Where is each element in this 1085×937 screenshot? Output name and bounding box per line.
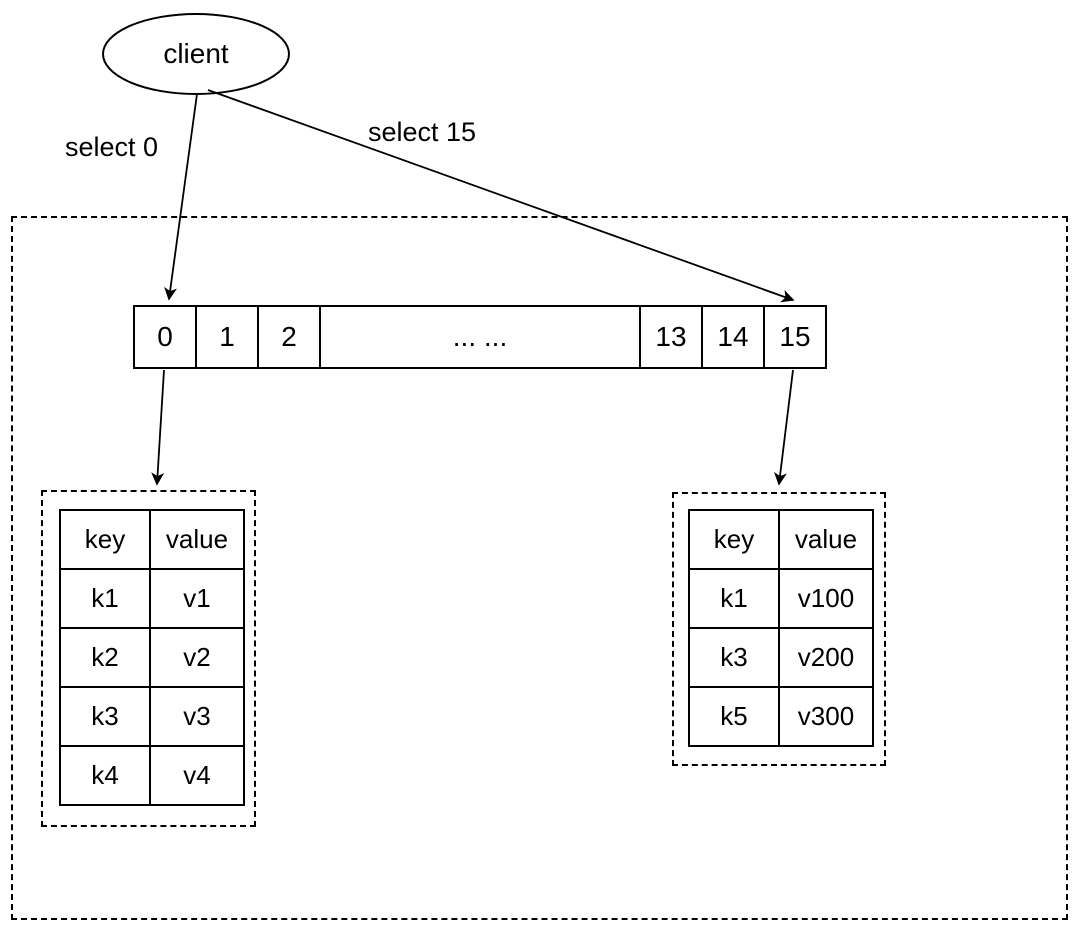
slot-cell-1: 1 bbox=[195, 305, 259, 369]
db0-store-box: key value k1 v1 k2 v2 k3 v3 k4 bbox=[41, 490, 256, 827]
db15-cell-key: k3 bbox=[688, 627, 780, 688]
db15-cell-key: k5 bbox=[688, 686, 780, 747]
db15-kv-table: key value k1 v100 k3 v200 k5 v300 bbox=[688, 509, 874, 747]
slot-cell-0: 0 bbox=[133, 305, 197, 369]
slot-cell-ellipsis: ... ... bbox=[319, 305, 641, 369]
db0-cell-key: k4 bbox=[59, 745, 151, 806]
edge-label-select-0: select 0 bbox=[65, 132, 159, 162]
db15-cell-key: k1 bbox=[688, 568, 780, 629]
table-row: k5 v300 bbox=[688, 686, 874, 747]
table-row: k3 v3 bbox=[59, 686, 245, 747]
db0-cell-key: k1 bbox=[59, 568, 151, 629]
table-row: k3 v200 bbox=[688, 627, 874, 688]
db0-cell-value: v1 bbox=[149, 568, 245, 629]
slot-cell-2: 2 bbox=[257, 305, 321, 369]
table-header-row: key value bbox=[688, 509, 874, 570]
table-row: k2 v2 bbox=[59, 627, 245, 688]
slot-cell-14: 14 bbox=[701, 305, 765, 369]
db0-header-value: value bbox=[149, 509, 245, 570]
table-header-row: key value bbox=[59, 509, 245, 570]
table-row: k4 v4 bbox=[59, 745, 245, 806]
edge-label-select-15: select 15 bbox=[368, 117, 477, 147]
client-node-label: client bbox=[163, 38, 229, 69]
db15-header-value: value bbox=[778, 509, 874, 570]
db0-cell-key: k3 bbox=[59, 686, 151, 747]
db0-cell-value: v3 bbox=[149, 686, 245, 747]
slot-cell-13: 13 bbox=[639, 305, 703, 369]
db0-header-key: key bbox=[59, 509, 151, 570]
table-row: k1 v100 bbox=[688, 568, 874, 629]
slot-cell-15: 15 bbox=[763, 305, 827, 369]
db0-cell-key: k2 bbox=[59, 627, 151, 688]
db15-store-box: key value k1 v100 k3 v200 k5 v300 bbox=[672, 492, 886, 766]
db15-cell-value: v200 bbox=[778, 627, 874, 688]
database-slot-array: 0 1 2 ... ... 13 14 15 bbox=[133, 305, 827, 369]
db0-kv-table: key value k1 v1 k2 v2 k3 v3 k4 bbox=[59, 509, 245, 806]
db0-cell-value: v4 bbox=[149, 745, 245, 806]
db0-cell-value: v2 bbox=[149, 627, 245, 688]
db15-header-key: key bbox=[688, 509, 780, 570]
db15-cell-value: v300 bbox=[778, 686, 874, 747]
table-row: k1 v1 bbox=[59, 568, 245, 629]
db15-cell-value: v100 bbox=[778, 568, 874, 629]
